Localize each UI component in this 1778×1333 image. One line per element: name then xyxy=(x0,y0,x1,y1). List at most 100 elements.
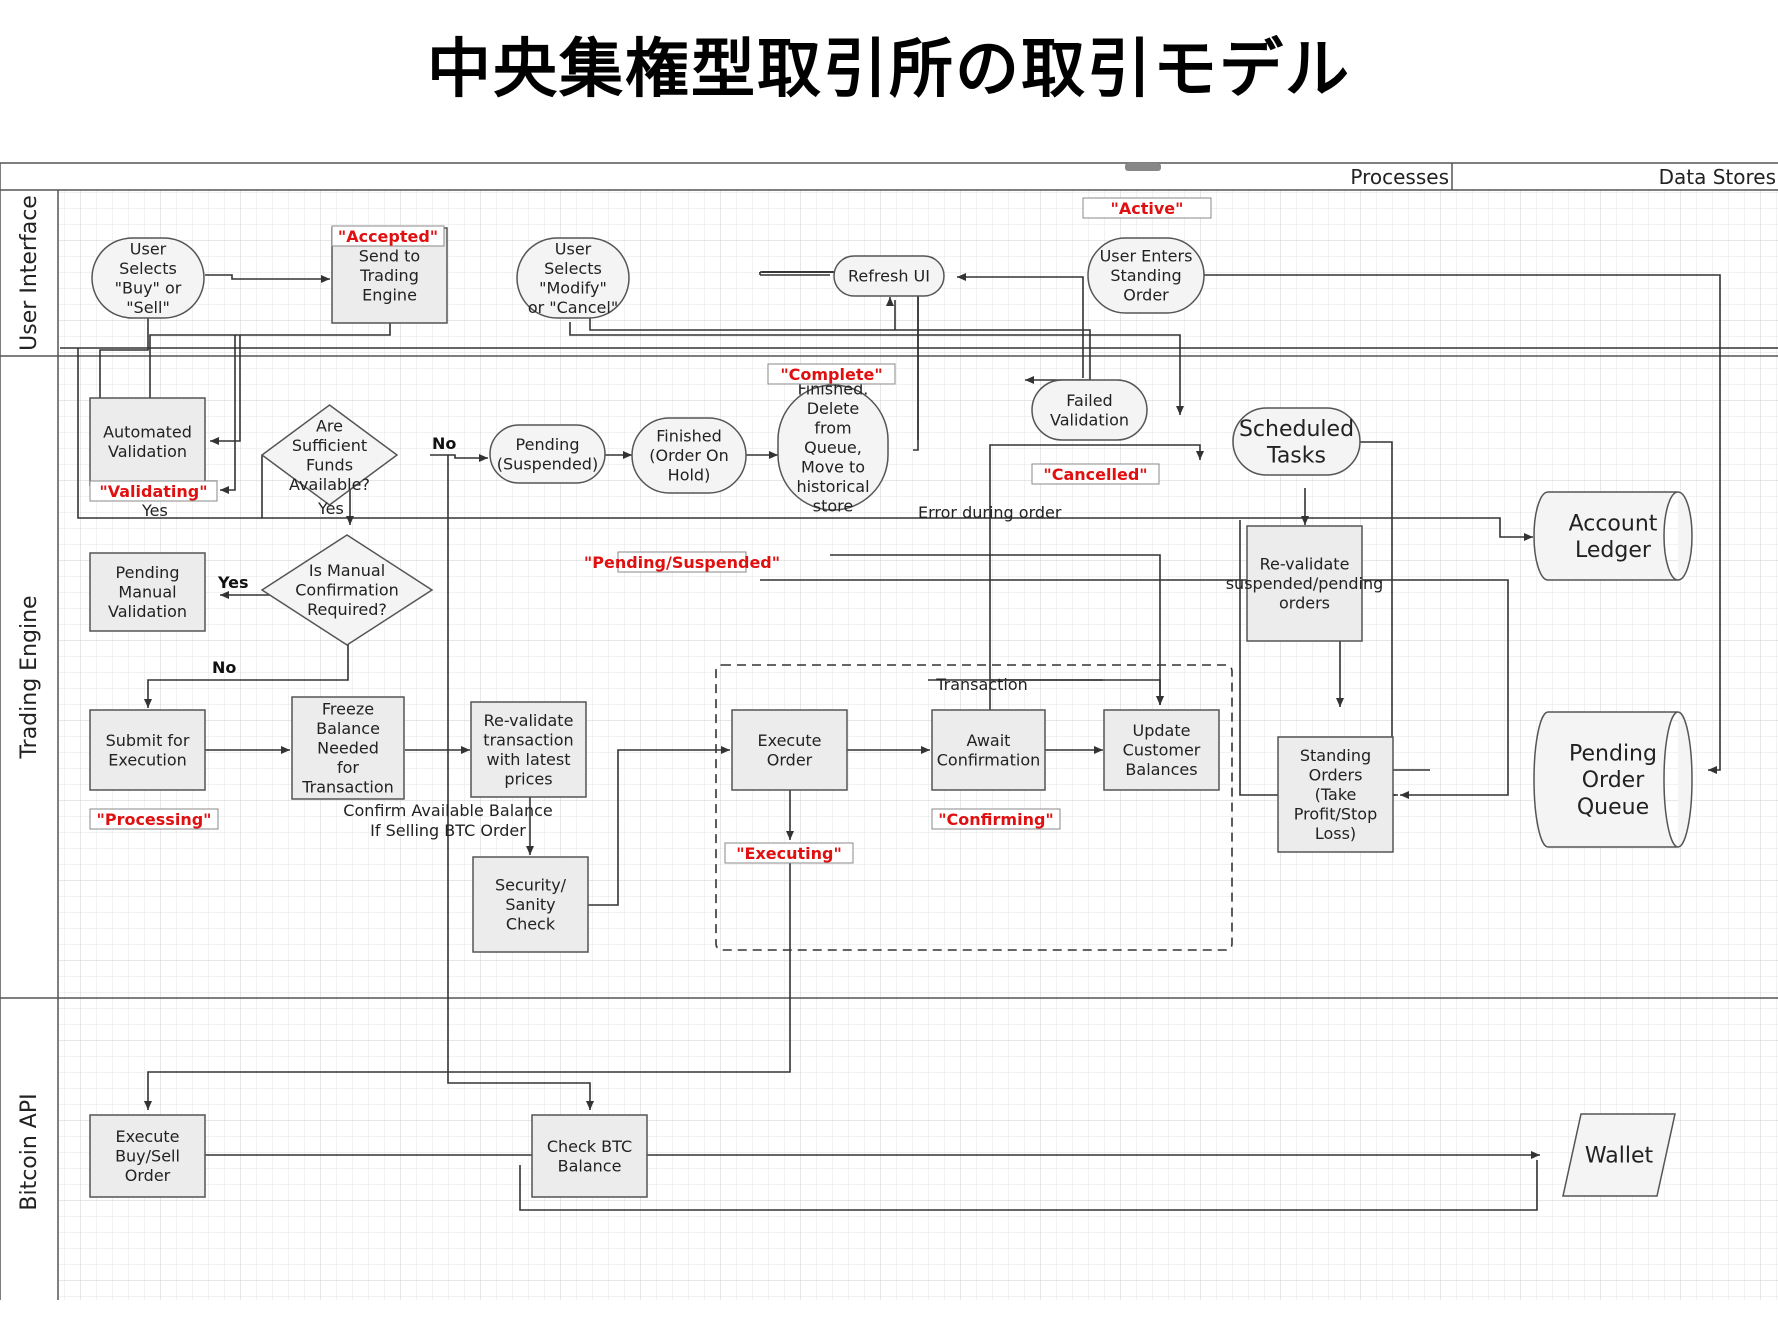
node-text-line: Order xyxy=(1582,768,1645,793)
node-text-line: Account xyxy=(1569,511,1658,536)
page-title: 中央集権型取引所の取引モデル xyxy=(427,33,1351,107)
lane-user-interface: User Interface xyxy=(17,195,42,351)
node-text-line: Needed xyxy=(317,739,379,758)
node-text-line: Balances xyxy=(1125,760,1197,779)
node-text-line: Engine xyxy=(362,286,417,305)
node-text-line: Order xyxy=(125,1166,171,1185)
label-yes-funds: Yes xyxy=(317,499,344,518)
node-text-line: Funds xyxy=(306,455,353,474)
node-text-line: Move to xyxy=(801,458,865,477)
svg-text:"Validating": "Validating" xyxy=(99,482,207,501)
label-error-during-order: Error during order xyxy=(918,503,1062,522)
node-text-line: Automated xyxy=(103,422,192,441)
lane-bitcoin-api: Bitcoin API xyxy=(17,1093,42,1210)
svg-text:"Confirming": "Confirming" xyxy=(938,810,1054,829)
node-wallet: Wallet xyxy=(1562,1113,1676,1197)
node-text-line: Update xyxy=(1133,721,1191,740)
transaction-label: Transaction xyxy=(935,675,1028,694)
node-text-line: Pending xyxy=(1569,741,1657,766)
node-text-line: Validation xyxy=(1050,410,1129,429)
node-text-line: Transaction xyxy=(301,778,394,797)
node-text-line: Profit/Stop xyxy=(1294,805,1378,824)
swimlane-frame xyxy=(0,162,1778,1300)
node-text-line: Hold) xyxy=(668,466,711,485)
node-text-line: Refresh UI xyxy=(848,267,930,286)
node-text-line: Orders xyxy=(1309,766,1363,785)
label-confirm-balance-2: If Selling BTC Order xyxy=(370,821,526,840)
status-complete: "Complete" xyxy=(767,363,896,385)
status-cancelled: "Cancelled" xyxy=(1031,463,1160,485)
node-text-line: Await xyxy=(967,731,1011,750)
node-text-line: Validation xyxy=(108,602,187,621)
node-text-line: Are xyxy=(316,416,343,435)
collapse-handle xyxy=(1125,163,1161,171)
node-text-line: store xyxy=(813,497,853,516)
node-text-line: Queue, xyxy=(804,438,862,457)
node-text-line: Validation xyxy=(108,442,187,461)
node-text-line: suspended/pending xyxy=(1226,574,1384,593)
status-accepted: "Accepted" xyxy=(331,225,445,247)
node-text-line: Scheduled xyxy=(1239,417,1354,442)
node-text-line: from xyxy=(814,419,851,438)
header-data-stores: Data Stores xyxy=(1659,165,1776,189)
node-text-line: Execute xyxy=(758,731,822,750)
node-text-line: User xyxy=(555,239,592,258)
status-active: "Active" xyxy=(1082,197,1212,219)
node-text-line: Queue xyxy=(1577,795,1649,820)
node-text-line: (Suspended) xyxy=(497,454,598,473)
node-text-line: Order xyxy=(767,750,813,769)
node-text-line: Re-validate xyxy=(484,711,574,730)
transaction-group xyxy=(715,664,1233,951)
node-text-line: User xyxy=(130,239,167,258)
node-text-line: Balance xyxy=(316,719,380,738)
node-text-line: Submit for xyxy=(106,731,190,750)
node-pending-suspended: Pending(Suspended) xyxy=(489,424,606,484)
node-text-line: Loss) xyxy=(1315,824,1356,843)
label-yes-validating: Yes xyxy=(141,501,168,520)
node-text-line: Standing xyxy=(1300,746,1371,765)
label-no-manual: No xyxy=(212,658,236,677)
node-text-line: User Enters xyxy=(1100,247,1193,266)
node-text-line: orders xyxy=(1279,594,1330,613)
svg-text:"Processing": "Processing" xyxy=(97,810,212,829)
node-text-line: Execute xyxy=(116,1127,180,1146)
svg-text:"Cancelled": "Cancelled" xyxy=(1043,465,1147,484)
node-text-line: Standing xyxy=(1110,266,1181,285)
svg-text:"Complete": "Complete" xyxy=(780,365,882,384)
node-text-line: Pending xyxy=(516,435,580,454)
status-processing: "Processing" xyxy=(89,808,219,830)
node-text-line: Manual xyxy=(118,583,176,602)
node-text-line: Required? xyxy=(307,600,387,619)
node-text-line: or "Cancel" xyxy=(528,298,618,317)
node-text-line: Buy/Sell xyxy=(115,1147,180,1166)
node-text-line: Tasks xyxy=(1266,444,1326,469)
label-yes-manual: Yes xyxy=(217,573,249,592)
status-confirming: "Confirming" xyxy=(931,808,1061,830)
node-text-line: Order xyxy=(1123,286,1169,305)
node-text-line: (Order On xyxy=(649,446,729,465)
node-text-line: historical xyxy=(796,477,869,496)
node-text-line: Selects xyxy=(119,259,177,278)
node-text-line: Balance xyxy=(558,1156,622,1175)
status-pending-suspended: "Pending/Suspended" xyxy=(584,551,780,573)
svg-text:"Executing": "Executing" xyxy=(736,844,842,863)
node-text-line: Confirmation xyxy=(937,750,1041,769)
label-no-funds: No xyxy=(432,434,456,453)
node-text-line: Ledger xyxy=(1575,538,1652,563)
node-text-line: Delete xyxy=(807,399,860,418)
node-text-line: Check BTC xyxy=(547,1137,632,1156)
node-text-line: Security/ xyxy=(495,876,567,895)
